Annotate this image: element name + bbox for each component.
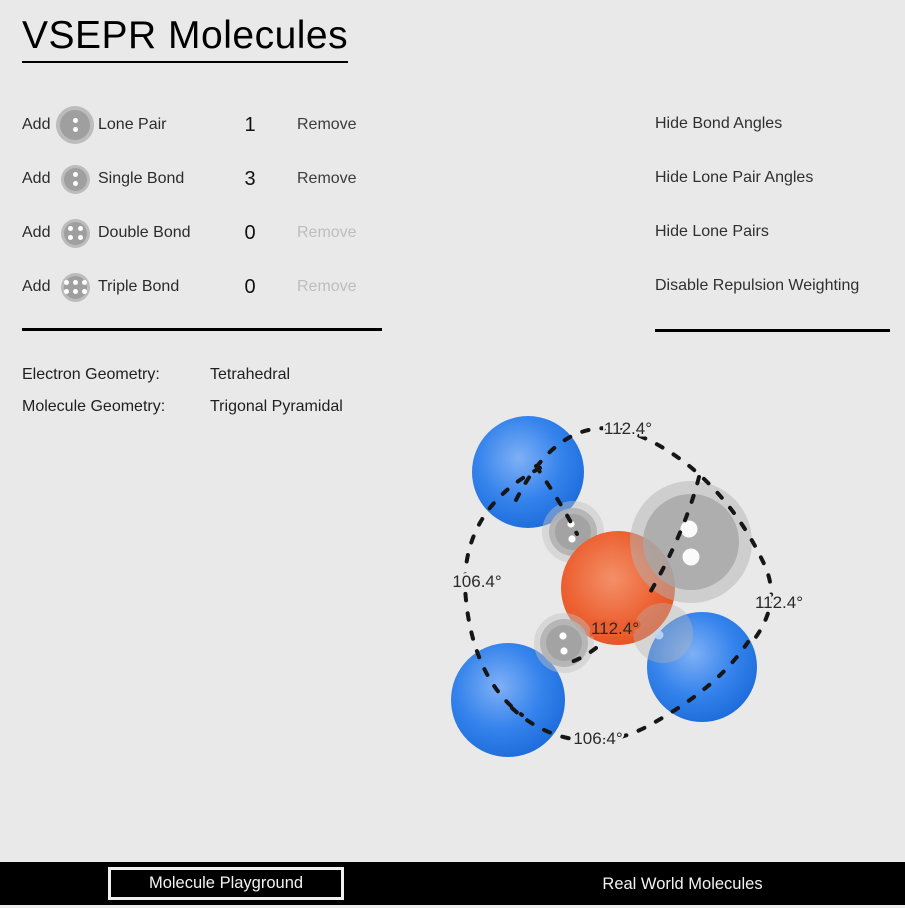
remove-triple-bond-button[interactable]: Remove [297, 278, 357, 295]
lone-pair-count: 1 [244, 113, 256, 136]
bond-angle-arcs [463, 426, 773, 743]
geometry-readout: Electron Geometry: Tetrahedral Molecule … [22, 366, 343, 430]
lone-pair-label: Lone Pair [98, 116, 167, 133]
tab-real-world-molecules[interactable]: Real World Molecules [602, 875, 763, 893]
single-bond-label: Single Bond [98, 170, 185, 187]
add-single-bond-button[interactable]: Add [22, 170, 51, 187]
bond-pair-marker-right-translucent [633, 603, 693, 663]
triple-bond-label: Triple Bond [98, 278, 180, 295]
row-double-bond: Add Double Bond 0 Remove [22, 206, 357, 260]
single-bond-icon [60, 164, 90, 194]
bottom-strip [0, 905, 905, 908]
view-options-panel: Hide Bond Angles Hide Lone Pair Angles H… [655, 97, 859, 313]
triple-bond-count: 0 [244, 275, 256, 298]
hide-bond-angles-button[interactable]: Hide Bond Angles [655, 115, 783, 132]
electron-geometry-label: Electron Geometry: [22, 366, 160, 383]
row-lone-pair: Add Lone Pair 1 Remove [22, 98, 357, 152]
double-bond-label: Double Bond [98, 224, 191, 241]
lone-pair-icon [56, 106, 94, 144]
double-bond-icon [60, 218, 90, 248]
atom-blue-bottom-left[interactable] [451, 643, 565, 757]
electron-geometry-value: Tetrahedral [210, 366, 291, 383]
angle-label-center: 112.4° [591, 619, 639, 638]
row-single-bond: Add Single Bond 3 Remove [22, 152, 357, 206]
remove-single-bond-button[interactable]: Remove [297, 170, 357, 187]
angle-label-right: 112.4° [755, 593, 803, 612]
bottom-tab-bar: Molecule Playground Real World Molecules [0, 862, 905, 905]
tab-molecule-playground[interactable]: Molecule Playground [108, 867, 344, 900]
angle-label-left: 106.4° [452, 572, 501, 591]
triple-bond-icon [60, 272, 90, 302]
add-triple-bond-button[interactable]: Add [22, 278, 51, 295]
add-double-bond-button[interactable]: Add [22, 224, 51, 241]
angle-label-bottom: 106.4° [573, 729, 622, 748]
left-panel-divider [22, 328, 382, 331]
row-triple-bond: Add Triple Bond 0 Remove [22, 260, 357, 314]
molecule-geometry-value: Trigonal Pyramidal [210, 398, 343, 415]
atom-blue-right[interactable] [647, 612, 757, 722]
single-bond-count: 3 [244, 167, 256, 190]
molecule-geometry-label: Molecule Geometry: [22, 398, 166, 415]
remove-lone-pair-button[interactable]: Remove [297, 116, 357, 133]
add-lone-pair-button[interactable]: Add [22, 116, 51, 133]
page-title: VSEPR Molecules [22, 14, 349, 63]
bond-pair-marker-bottom [534, 613, 594, 673]
bond-controls-panel: Add Lone Pair 1 Remove Add Single Bond 3… [22, 98, 357, 314]
remove-double-bond-button[interactable]: Remove [297, 224, 357, 241]
angle-label-top: 112.4° [604, 419, 652, 438]
disable-repulsion-weighting-button[interactable]: Disable Repulsion Weighting [655, 277, 860, 294]
double-bond-count: 0 [244, 221, 256, 244]
right-panel-divider [655, 329, 890, 332]
molecule-canvas[interactable]: 112.4° 112.4° 112.4° 106.4° 106.4° [420, 380, 905, 800]
hide-lone-pairs-button[interactable]: Hide Lone Pairs [655, 223, 769, 240]
hide-lone-pair-angles-button[interactable]: Hide Lone Pair Angles [655, 169, 814, 186]
